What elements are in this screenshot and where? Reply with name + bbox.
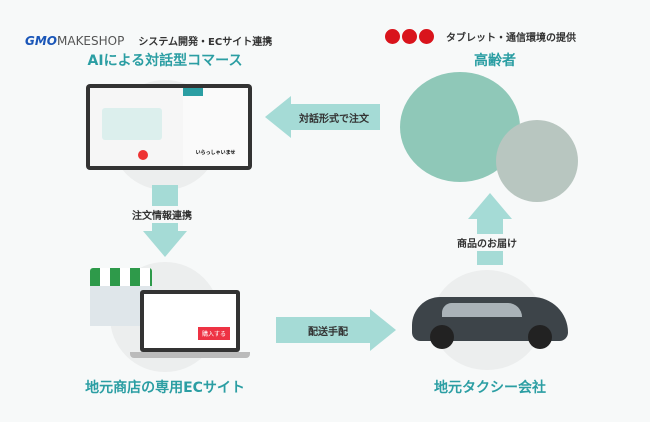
laptop-base <box>130 352 250 358</box>
elderly-heading: 高齢者 <box>474 53 516 69</box>
buy-button: 購入する <box>197 327 230 340</box>
kbn-role: タブレット・通信環境の提供 <box>446 33 576 44</box>
delivery-arrange-label: 配送手配 <box>308 327 348 338</box>
deliver-arrow <box>468 193 512 265</box>
gmo-makeshop-logo: GMOMAKESHOP <box>25 34 124 48</box>
elderly-photo-2 <box>496 120 578 202</box>
gmo-makeshop-logo-row: GMOMAKESHOP システム開発・ECサイト連携 <box>25 33 273 49</box>
order-arrow: 対話形式で注文 <box>265 96 380 138</box>
gmo-role: システム開発・ECサイト連携 <box>138 37 273 48</box>
deliver-label: 商品のお届け <box>455 234 519 251</box>
gmo-logo-text: GMO <box>25 33 57 48</box>
taxi-heading: 地元タクシー会社 <box>434 380 546 396</box>
taxi-icon <box>412 297 568 349</box>
delivery-arrange-arrow: 配送手配 <box>276 309 396 351</box>
info-label: 注文情報連携 <box>130 206 194 223</box>
ai-commerce-heading: AIによる対話型コマース <box>87 53 243 69</box>
makeshop-logo-text: MAKESHOP <box>57 33 125 48</box>
kbn-logo <box>385 29 434 44</box>
laptop-screen: 購入する <box>140 290 240 352</box>
tablet-screen: いらっしゃいませ <box>86 84 252 170</box>
store-heading: 地元商店の専用ECサイト <box>85 380 245 396</box>
tablet-welcome: いらっしゃいませ <box>195 150 236 156</box>
kbn-logo-row: タブレット・通信環境の提供 <box>385 29 576 44</box>
order-label: 対話形式で注文 <box>299 114 369 125</box>
